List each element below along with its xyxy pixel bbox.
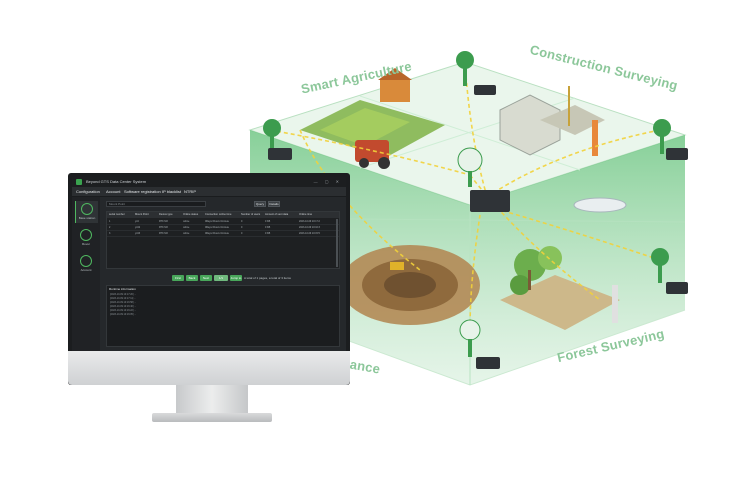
search-input[interactable]: Mount Point	[106, 201, 206, 207]
antenna-icon	[456, 51, 474, 86]
monitor-stand-foot	[152, 413, 272, 422]
receiver-box	[268, 148, 292, 160]
monitor-stand-neck	[176, 385, 248, 415]
table-header: serial number Mount Point Device type On…	[107, 212, 339, 218]
antenna-icon	[653, 119, 671, 154]
survey-boat	[573, 197, 627, 213]
monitor: Beyond GTS Data Center System — ▢ ✕ Conf…	[68, 173, 350, 385]
antenna-icon	[457, 147, 483, 187]
page-input[interactable]: 1/1	[214, 275, 228, 281]
monitor-screen: Beyond GTS Data Center System — ▢ ✕ Conf…	[72, 177, 346, 351]
sidebar-item-account[interactable]: Account	[75, 253, 97, 275]
window-controls[interactable]: — ▢ ✕	[313, 179, 342, 184]
pagination: First Back Next 1/1 Jump to A total of 1…	[106, 275, 340, 283]
table-row[interactable]: 3 yzd3 RTK M3 online 0Days 0hours 0minut…	[107, 231, 339, 237]
title-bar: Beyond GTS Data Center System — ▢ ✕	[72, 177, 346, 187]
rover-icon	[80, 229, 92, 241]
satellite-icon	[81, 203, 93, 215]
log-line: [2023-10-09 10:16:22] ...	[110, 309, 137, 312]
antenna-icon	[651, 248, 669, 283]
menu-ip-blacklist[interactable]: IP blacklist	[162, 189, 182, 194]
app-title: Beyond GTS Data Center System	[86, 179, 147, 184]
table-row[interactable]: 2 yzd2 RTK M3 online 0Days 0hours 0minut…	[107, 225, 339, 231]
surveyor-construction	[592, 120, 598, 156]
antenna-icon	[459, 319, 481, 357]
barn	[380, 80, 410, 102]
menu-configuration[interactable]: Configuration	[76, 189, 100, 194]
sidebar-item-base-station[interactable]: Base station	[75, 201, 98, 223]
log-line: [2023-10-09 10:17:20] ...	[110, 293, 137, 296]
main-panel: Mount Point Query Details serial number …	[102, 199, 344, 349]
surveyor-forest	[612, 285, 618, 323]
receiver-box	[474, 85, 496, 95]
monitor-chin	[68, 351, 350, 385]
sidebar: Base station Rover Account	[72, 197, 100, 351]
account-icon	[80, 255, 92, 267]
table-scrollbar[interactable]	[336, 219, 338, 267]
jump-button[interactable]: Jump to	[230, 275, 242, 281]
receiver-box	[666, 282, 688, 294]
log-line: [2023-10-09 10:16:40] ...	[110, 305, 137, 308]
pagination-summary: A total of 1 pages, a total of 3 items	[244, 276, 291, 280]
next-page-button[interactable]: Next	[200, 275, 212, 281]
menu-software-registration[interactable]: Software registration	[124, 189, 161, 194]
runtime-info-title: Runtime information	[109, 287, 136, 291]
tractor	[355, 140, 389, 162]
cube-right-wall	[470, 135, 685, 385]
receiver-box	[470, 190, 510, 212]
first-page-button[interactable]: First	[172, 275, 184, 281]
sidebar-item-rover[interactable]: Rover	[75, 227, 97, 249]
prev-page-button[interactable]: Back	[186, 275, 198, 281]
data-table: serial number Mount Point Device type On…	[106, 211, 340, 269]
construction-building	[499, 94, 561, 156]
log-line: [2023-10-09 10:16:58] ...	[110, 301, 137, 304]
log-line: [2023-10-09 10:16:05] ...	[110, 313, 137, 316]
app-logo-icon	[76, 179, 82, 185]
query-button[interactable]: Query	[254, 201, 266, 207]
menu-ntrip[interactable]: NTRIP	[184, 189, 196, 194]
details-button[interactable]: Details	[268, 201, 280, 207]
log-line: [2023-10-09 10:17:11] ...	[110, 297, 137, 300]
antenna-icon	[263, 119, 281, 154]
receiver-box	[476, 357, 500, 369]
receiver-box	[666, 148, 688, 160]
menu-account[interactable]: Account	[106, 189, 121, 194]
menu-bar: Configuration Account Software registrat…	[72, 187, 346, 197]
tree	[514, 249, 546, 281]
runtime-info-panel: Runtime information [2023-10-09 10:17:20…	[106, 285, 340, 347]
table-row[interactable]: 1 yzd RTK M3 online 0Days 0hours 0minute…	[107, 219, 339, 225]
